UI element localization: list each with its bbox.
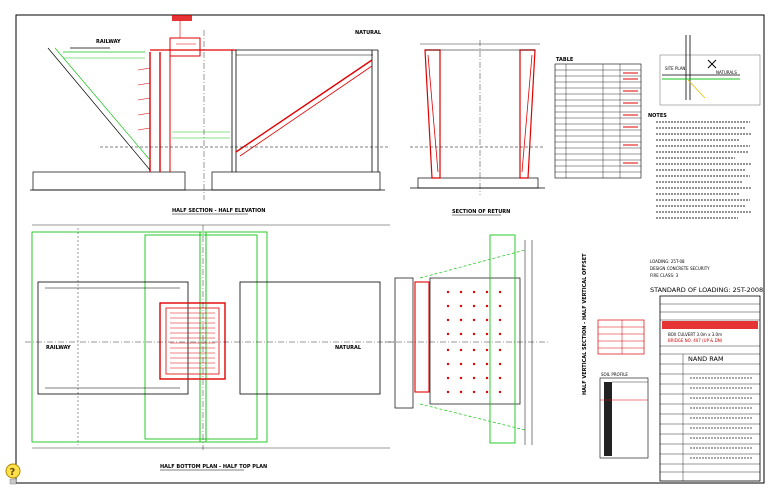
notes-title: NOTES [648, 113, 667, 119]
railway-label-plan: RAILWAY [46, 345, 71, 351]
vertical-section-view: HALF VERTICAL SECTION - HALF VERTICAL OF… [385, 234, 645, 445]
section-title: SECTION OF RETURN [452, 209, 510, 215]
site-plan: SITE PLAN NATURALS [659, 35, 761, 106]
plan-view: RAILWAY NATURAL HALF BOTTOM PLAN - HALF … [25, 224, 395, 471]
sheet-border [15, 14, 765, 484]
soil-profile-label: SOIL PROFILE [601, 372, 628, 377]
standard-line-1: LOADING: 25T-08 [650, 259, 685, 264]
title-block: BOX CULVERT 3.0m x 3.0m BRIDGE NO. 407 (… [659, 295, 761, 482]
svg-text:?: ? [10, 467, 16, 478]
reinforcement-table: TABLE [554, 57, 642, 179]
designer-name: NAND RAM [688, 355, 724, 363]
drawing-sub-title: BRIDGE NO. 407 (UP & DN) [668, 338, 723, 343]
site-plan-label: SITE PLAN [665, 66, 685, 71]
standard-line-3: FIRE CLASS: 3 [650, 273, 679, 278]
natural-label-top: NATURAL [355, 30, 382, 36]
notes-block: NOTES [648, 113, 752, 219]
naturals-label: NATURALS [716, 70, 737, 75]
natural-label-plan: NATURAL [335, 345, 362, 351]
section-of-return-view: SECTION OF RETURN [410, 40, 545, 216]
railway-label-top: RAILWAY [96, 39, 121, 45]
loading-standard: LOADING: 25T-08 DESIGN CONCRETE SECURITY… [650, 259, 763, 294]
standard-line-2: DESIGN CONCRETE SECURITY [650, 266, 710, 271]
table-title: TABLE [556, 57, 574, 63]
drawing-title: BOX CULVERT 3.0m x 3.0m [668, 332, 722, 337]
plan-title: HALF BOTTOM PLAN - HALF TOP PLAN [160, 464, 267, 470]
vertical-section-title: HALF VERTICAL SECTION - HALF VERTICAL OF… [582, 253, 588, 395]
help-icon[interactable]: ? [4, 462, 22, 486]
elevation-view: RAILWAY NATURAL HALF SECTION - HALF ELEV… [30, 15, 390, 215]
elevation-title: HALF SECTION - HALF ELEVATION [172, 208, 265, 214]
soil-profile: SOIL PROFILE [599, 372, 649, 459]
standard-title: STANDARD OF LOADING: 25T-2008 [650, 286, 763, 294]
